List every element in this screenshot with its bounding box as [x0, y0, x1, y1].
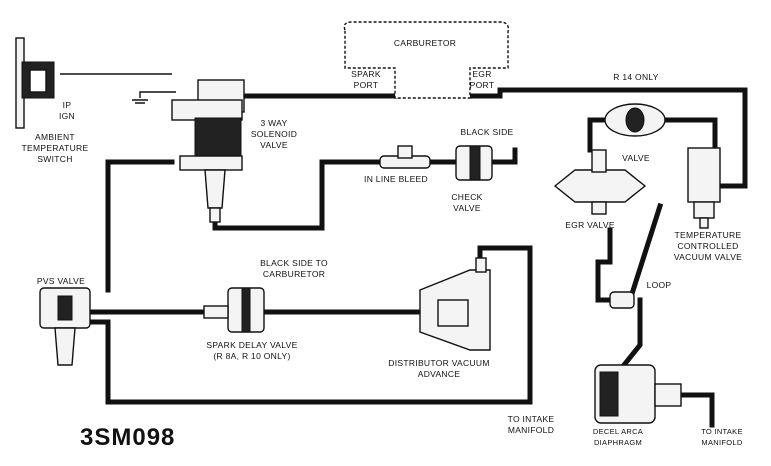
label-in-line-bleed: IN LINE BLEED: [364, 174, 428, 184]
distributor-vacuum-advance: [419, 257, 491, 351]
label-decel-diaphragm: DECEL ARCA DIAPHRAGM: [592, 427, 644, 447]
check-valve: [455, 145, 493, 181]
label-spark-port: SPARK PORT: [351, 69, 381, 90]
loop-fitting: [609, 291, 635, 309]
label-valve: VALVE: [622, 153, 650, 163]
label-ambient-switch: AMBIENT TEMPERATURE SWITCH: [21, 132, 89, 164]
label-ignition: IP IGN: [58, 100, 75, 121]
egr-valve: [553, 149, 647, 215]
label-carburetor: CARBURETOR: [393, 38, 457, 48]
label-check-valve: CHECK VALVE: [451, 192, 483, 213]
solenoid-valve: [171, 79, 245, 223]
label-to-intake-2: TO INTAKE MANIFOLD: [701, 427, 743, 447]
carburetor: [343, 21, 510, 99]
label-distributor-advance: DISTRIBUTOR VACUUM ADVANCE: [388, 358, 490, 379]
r14-valve: [604, 103, 666, 137]
label-temp-vacuum-valve: TEMPERATURE CONTROLLED VACUUM VALVE: [673, 230, 743, 262]
pvs-valve: [39, 287, 91, 366]
label-egr-valve: EGR VALVE: [565, 220, 615, 230]
label-loop: LOOP: [646, 280, 672, 290]
label-spark-delay-valve: SPARK DELAY VALVE (R 8A, R 10 ONLY): [206, 340, 298, 361]
label-black-side: BLACK SIDE: [460, 127, 514, 137]
spark-delay-valve: [203, 287, 265, 333]
label-black-side-carb: BLACK SIDE TO CARBURETOR: [260, 258, 328, 279]
label-pvs-valve: PVS VALVE: [36, 276, 86, 286]
in-line-bleed: [379, 145, 431, 169]
label-to-intake-1: TO INTAKE MANIFOLD: [507, 414, 555, 435]
deceleration-diaphragm: [594, 364, 682, 424]
diagram-code: 3SM098: [80, 424, 176, 451]
label-r14-only: R 14 ONLY: [613, 72, 659, 82]
temperature-vacuum-valve: [687, 147, 721, 229]
ambient-temperature-switch: [15, 37, 55, 129]
label-egr-port: EGR PORT: [469, 69, 495, 90]
label-solenoid-valve: 3 WAY SOLENOID VALVE: [250, 118, 298, 150]
